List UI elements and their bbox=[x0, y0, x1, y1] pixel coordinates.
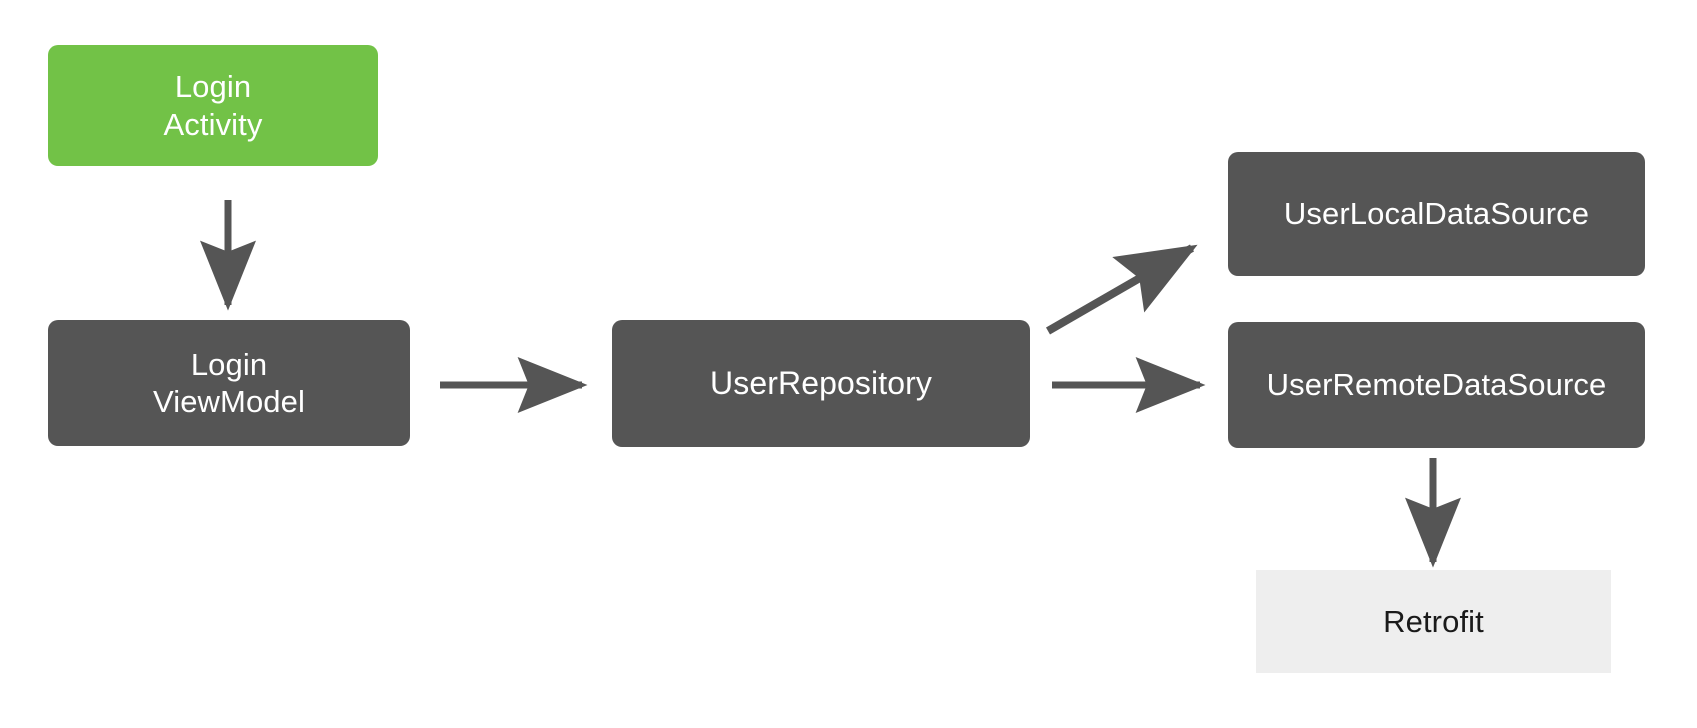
node-user-repository[interactable]: UserRepository bbox=[612, 320, 1030, 447]
node-user-local-datasource[interactable]: UserLocalDataSource bbox=[1228, 152, 1645, 276]
node-label-login-viewmodel: Login ViewModel bbox=[153, 346, 305, 419]
node-label-user-local-datasource: UserLocalDataSource bbox=[1283, 196, 1590, 232]
node-user-remote-datasource[interactable]: UserRemoteDataSource bbox=[1228, 322, 1645, 448]
node-login-viewmodel[interactable]: Login ViewModel bbox=[48, 320, 410, 446]
edge-repository-to-local bbox=[1046, 244, 1198, 335]
node-label-user-repository: UserRepository bbox=[710, 365, 932, 402]
node-retrofit[interactable]: Retrofit bbox=[1256, 570, 1611, 673]
node-label-retrofit: Retrofit bbox=[1383, 603, 1484, 639]
node-login-activity[interactable]: Login Activity bbox=[48, 45, 378, 166]
node-label-user-remote-datasource: UserRemoteDataSource bbox=[1266, 367, 1607, 403]
node-label-login-activity: Login Activity bbox=[163, 69, 263, 142]
